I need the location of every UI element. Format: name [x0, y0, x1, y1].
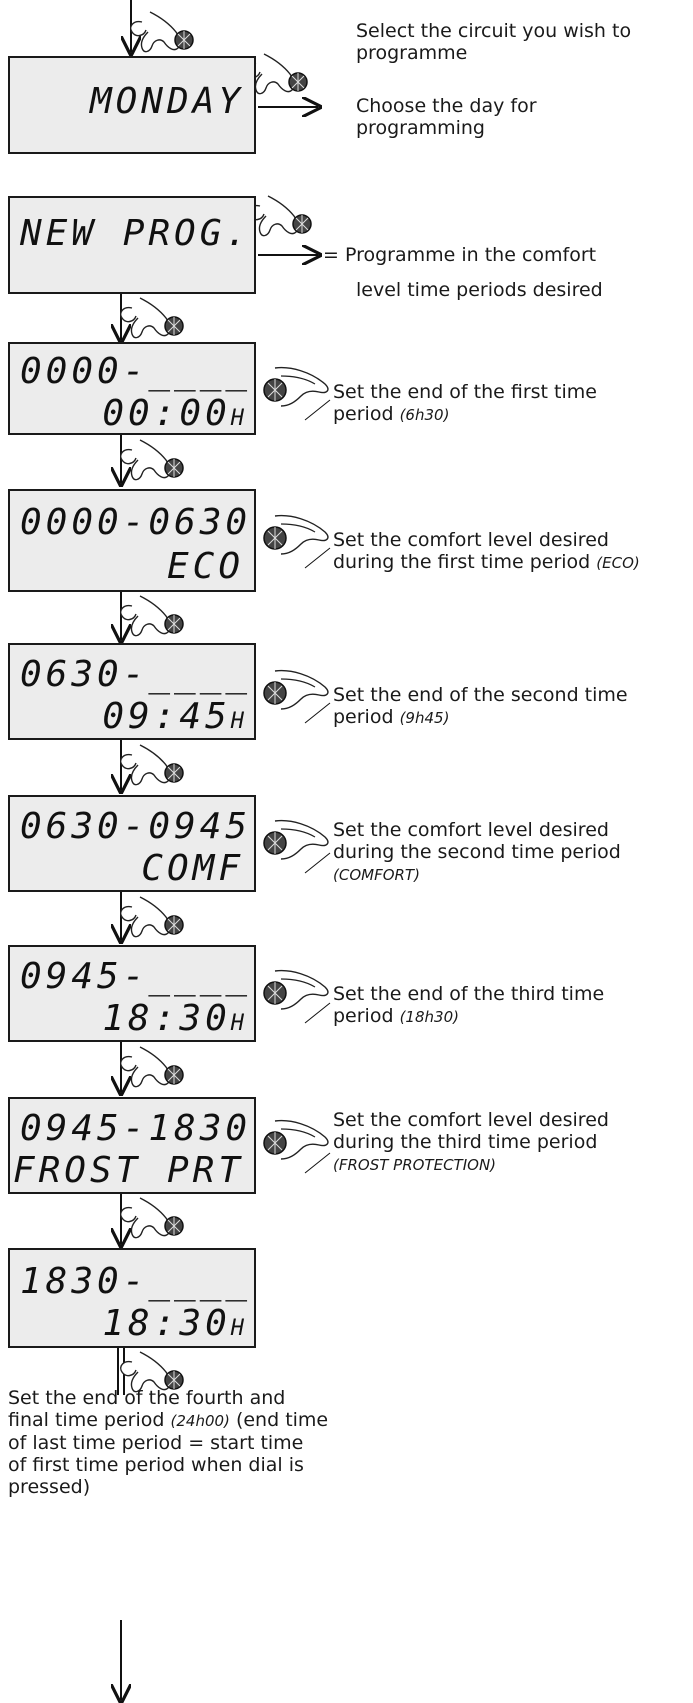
turn-dial-icon [263, 366, 329, 407]
lcd-screen-step-1: 0000-____ 00:00H [8, 342, 256, 435]
lcd-line-2: COMF [141, 848, 244, 889]
lcd-line-2: 18:30H [102, 1303, 244, 1344]
press-dial-icon [119, 439, 184, 481]
lcd-line-1: 0630-____ [20, 654, 252, 695]
lcd-line-2: 00:00H [102, 393, 244, 434]
lcd-line-1: 0945-1830 [20, 1108, 252, 1149]
turn-dial-icon [263, 669, 329, 710]
instruction-step-4: Set the comfort level desired during the… [333, 819, 621, 884]
lcd-line-1: 0000-____ [20, 351, 252, 392]
lcd-screen-step-3: 0630-____ 09:45H [8, 643, 256, 740]
lcd-line-1: 0000-0630 [20, 502, 252, 543]
lcd-screen-step-4: 0630-0945 COMF [8, 795, 256, 892]
lcd-screen-step-5: 0945-____ 18:30H [8, 945, 256, 1042]
lcd-screen-step-6: 0945-1830 FROST PRT [8, 1097, 256, 1194]
instruction-step-3: Set the end of the second time period (9… [333, 684, 628, 728]
turn-dial-icon [263, 969, 329, 1010]
lcd-line-1: NEW PROG. [20, 213, 252, 254]
lcd-line-1: MONDAY [89, 81, 244, 122]
turn-dial-icon [263, 514, 329, 555]
lcd-line-2: 09:45H [102, 696, 244, 737]
lcd-line-2: 18:30H [102, 998, 244, 1039]
instruction-step-1: Set the end of the first time period (6h… [333, 381, 597, 425]
press-dial-icon [119, 1197, 184, 1239]
instruction-new-prog: = Programme in the comfort [323, 244, 597, 266]
press-dial-icon [119, 1046, 184, 1088]
instruction-choose-day: Choose the day for programming [356, 95, 537, 139]
instruction-new-prog-2: level time periods desired [356, 279, 603, 301]
press-dial-icon [119, 297, 184, 339]
press-dial-icon [129, 11, 194, 53]
lcd-screen-new-prog: NEW PROG. [8, 196, 256, 294]
lcd-line-1: 0630-0945 [20, 806, 252, 847]
lcd-screen-day: MONDAY [8, 56, 256, 154]
press-dial-icon [247, 195, 312, 237]
instruction-select-circuit: Select the circuit you wish to programme [356, 20, 632, 64]
lcd-line-1: 1830-____ [20, 1261, 252, 1302]
lcd-line-2: ECO [166, 546, 244, 587]
turn-dial-icon [263, 819, 329, 860]
instruction-step-6: Set the comfort level desired during the… [333, 1109, 609, 1174]
instruction-final: Set the end of the fourth and final time… [8, 1387, 329, 1498]
lcd-screen-step-2: 0000-0630 ECO [8, 489, 256, 592]
instruction-step-5: Set the end of the third time period (18… [333, 983, 605, 1027]
lcd-line-2: FROST PRT [12, 1150, 244, 1191]
lcd-screen-step-7: 1830-____ 18:30H [8, 1248, 256, 1348]
press-dial-icon [119, 1351, 184, 1393]
press-dial-icon [119, 896, 184, 938]
instruction-step-2: Set the comfort level desired during the… [333, 529, 640, 573]
press-dial-icon [119, 744, 184, 786]
lcd-line-1: 0945-____ [20, 956, 252, 997]
turn-dial-icon [263, 1119, 329, 1160]
press-dial-icon [119, 595, 184, 637]
